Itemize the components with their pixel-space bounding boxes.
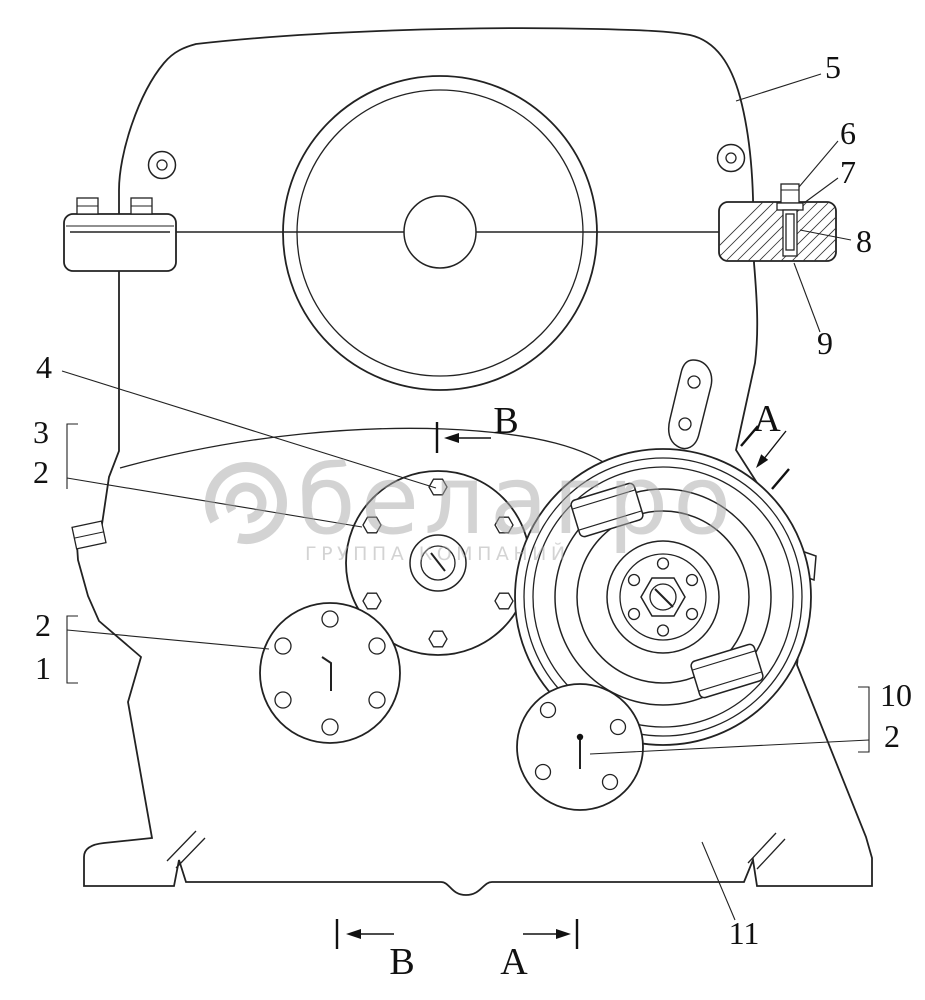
drum-lug-top bbox=[570, 482, 644, 538]
section-marker-b-top: B bbox=[435, 400, 519, 453]
leader-line-11 bbox=[701, 841, 736, 921]
flange-bolt bbox=[362, 516, 382, 534]
hub-bolt bbox=[685, 573, 699, 587]
clamp-pin-core bbox=[785, 213, 795, 251]
left-plug-boss bbox=[71, 520, 107, 550]
bracket-10-2 bbox=[858, 686, 870, 753]
boss-top-right bbox=[716, 143, 746, 173]
leader-line-9 bbox=[793, 262, 821, 333]
section-marker-a-bottom: A bbox=[500, 919, 579, 983]
section-label-a-bottom: A bbox=[500, 941, 528, 983]
leader-line-2b bbox=[66, 629, 270, 650]
clamp-washer bbox=[776, 202, 804, 211]
callout-9: 9 bbox=[817, 325, 833, 361]
watermark-tagline: ГРУППА КОМПАНИЙ bbox=[305, 542, 570, 565]
foot-hatch-right bbox=[747, 832, 786, 870]
section-label-a-top: A bbox=[753, 398, 781, 440]
bracket-3-2 bbox=[66, 423, 78, 489]
shaft-center-hub bbox=[403, 195, 477, 269]
section-marker-a-top: A bbox=[740, 398, 790, 490]
foot-hatch-left bbox=[166, 830, 206, 869]
hub-bolt bbox=[627, 607, 641, 621]
callout-8: 8 bbox=[856, 223, 872, 259]
callout-7: 7 bbox=[840, 154, 856, 190]
section-arrow-b-bottom bbox=[346, 929, 361, 939]
interior-contour bbox=[119, 427, 616, 471]
watermark-logo-icon bbox=[205, 462, 287, 544]
flange-bolt bbox=[274, 691, 292, 709]
flange-bolt bbox=[274, 637, 292, 655]
flange-bolt bbox=[428, 478, 448, 496]
hub-bolt bbox=[685, 607, 699, 621]
right-clamp bbox=[718, 183, 837, 262]
lower-left-flange bbox=[259, 602, 401, 744]
bottom-flange bbox=[516, 683, 644, 811]
flywheel-opening bbox=[282, 75, 598, 391]
leader-line-4 bbox=[61, 370, 437, 489]
callout-leaders bbox=[61, 73, 870, 921]
callout-2c: 2 bbox=[884, 718, 900, 754]
watermark: белагро ГРУППА КОМПАНИЙ bbox=[205, 446, 736, 565]
flange-bolt bbox=[494, 592, 514, 610]
callout-2a: 2 bbox=[33, 454, 49, 490]
section-arrow-a-bottom bbox=[556, 929, 571, 939]
pivot-bracket bbox=[667, 359, 713, 450]
flange-pin-dot bbox=[576, 733, 584, 741]
front-cover-flange bbox=[345, 470, 531, 656]
left-clamp-bolt-1 bbox=[76, 197, 99, 215]
flange-bolt bbox=[368, 637, 386, 655]
flange-pin bbox=[321, 656, 332, 691]
bracket-2-1 bbox=[66, 615, 78, 684]
boss-top-left bbox=[147, 150, 177, 180]
hub-bolt bbox=[627, 573, 641, 587]
watermark-logo-inner bbox=[225, 482, 267, 524]
flange-bolt bbox=[609, 718, 627, 736]
flange-bolt bbox=[601, 773, 619, 791]
callout-numbers: 5 6 7 8 9 4 3 2 2 1 10 2 11 bbox=[33, 49, 912, 951]
section-arrow-b-top bbox=[444, 433, 459, 443]
leader-line-8 bbox=[799, 229, 852, 241]
flange-bolt bbox=[534, 763, 552, 781]
callout-1: 1 bbox=[35, 650, 51, 686]
section-label-b-top: B bbox=[493, 400, 518, 442]
section-marker-b-bottom: B bbox=[335, 919, 415, 983]
section-label-b-bottom: B bbox=[389, 941, 414, 983]
leader-line-5 bbox=[735, 73, 822, 102]
callout-5: 5 bbox=[825, 49, 841, 85]
callout-2b: 2 bbox=[35, 607, 51, 643]
left-clamp bbox=[63, 197, 177, 272]
callout-10: 10 bbox=[880, 677, 912, 713]
hub-bolt bbox=[656, 624, 670, 637]
left-clamp-bolt-2 bbox=[130, 197, 153, 215]
callout-3: 3 bbox=[33, 414, 49, 450]
leader-line-2c bbox=[589, 739, 870, 755]
flange-bolt bbox=[539, 701, 557, 719]
clamp-bolt bbox=[780, 183, 800, 204]
leader-line-6 bbox=[798, 140, 839, 188]
drum-lug-bottom bbox=[690, 643, 764, 699]
callout-6: 6 bbox=[840, 115, 856, 151]
section-arrow-a-top bbox=[756, 454, 769, 468]
leader-line-7 bbox=[803, 177, 839, 204]
flange-bolt bbox=[362, 592, 382, 610]
flange-bolt bbox=[368, 691, 386, 709]
watermark-text: белагро bbox=[297, 446, 736, 556]
flange-bolt bbox=[321, 718, 339, 736]
flange-bolt bbox=[321, 610, 339, 628]
callout-11: 11 bbox=[729, 915, 760, 951]
callout-4: 4 bbox=[36, 349, 52, 385]
flange-bolt bbox=[428, 630, 448, 648]
hub-bolt bbox=[656, 557, 670, 570]
flange-bolt bbox=[494, 516, 514, 534]
